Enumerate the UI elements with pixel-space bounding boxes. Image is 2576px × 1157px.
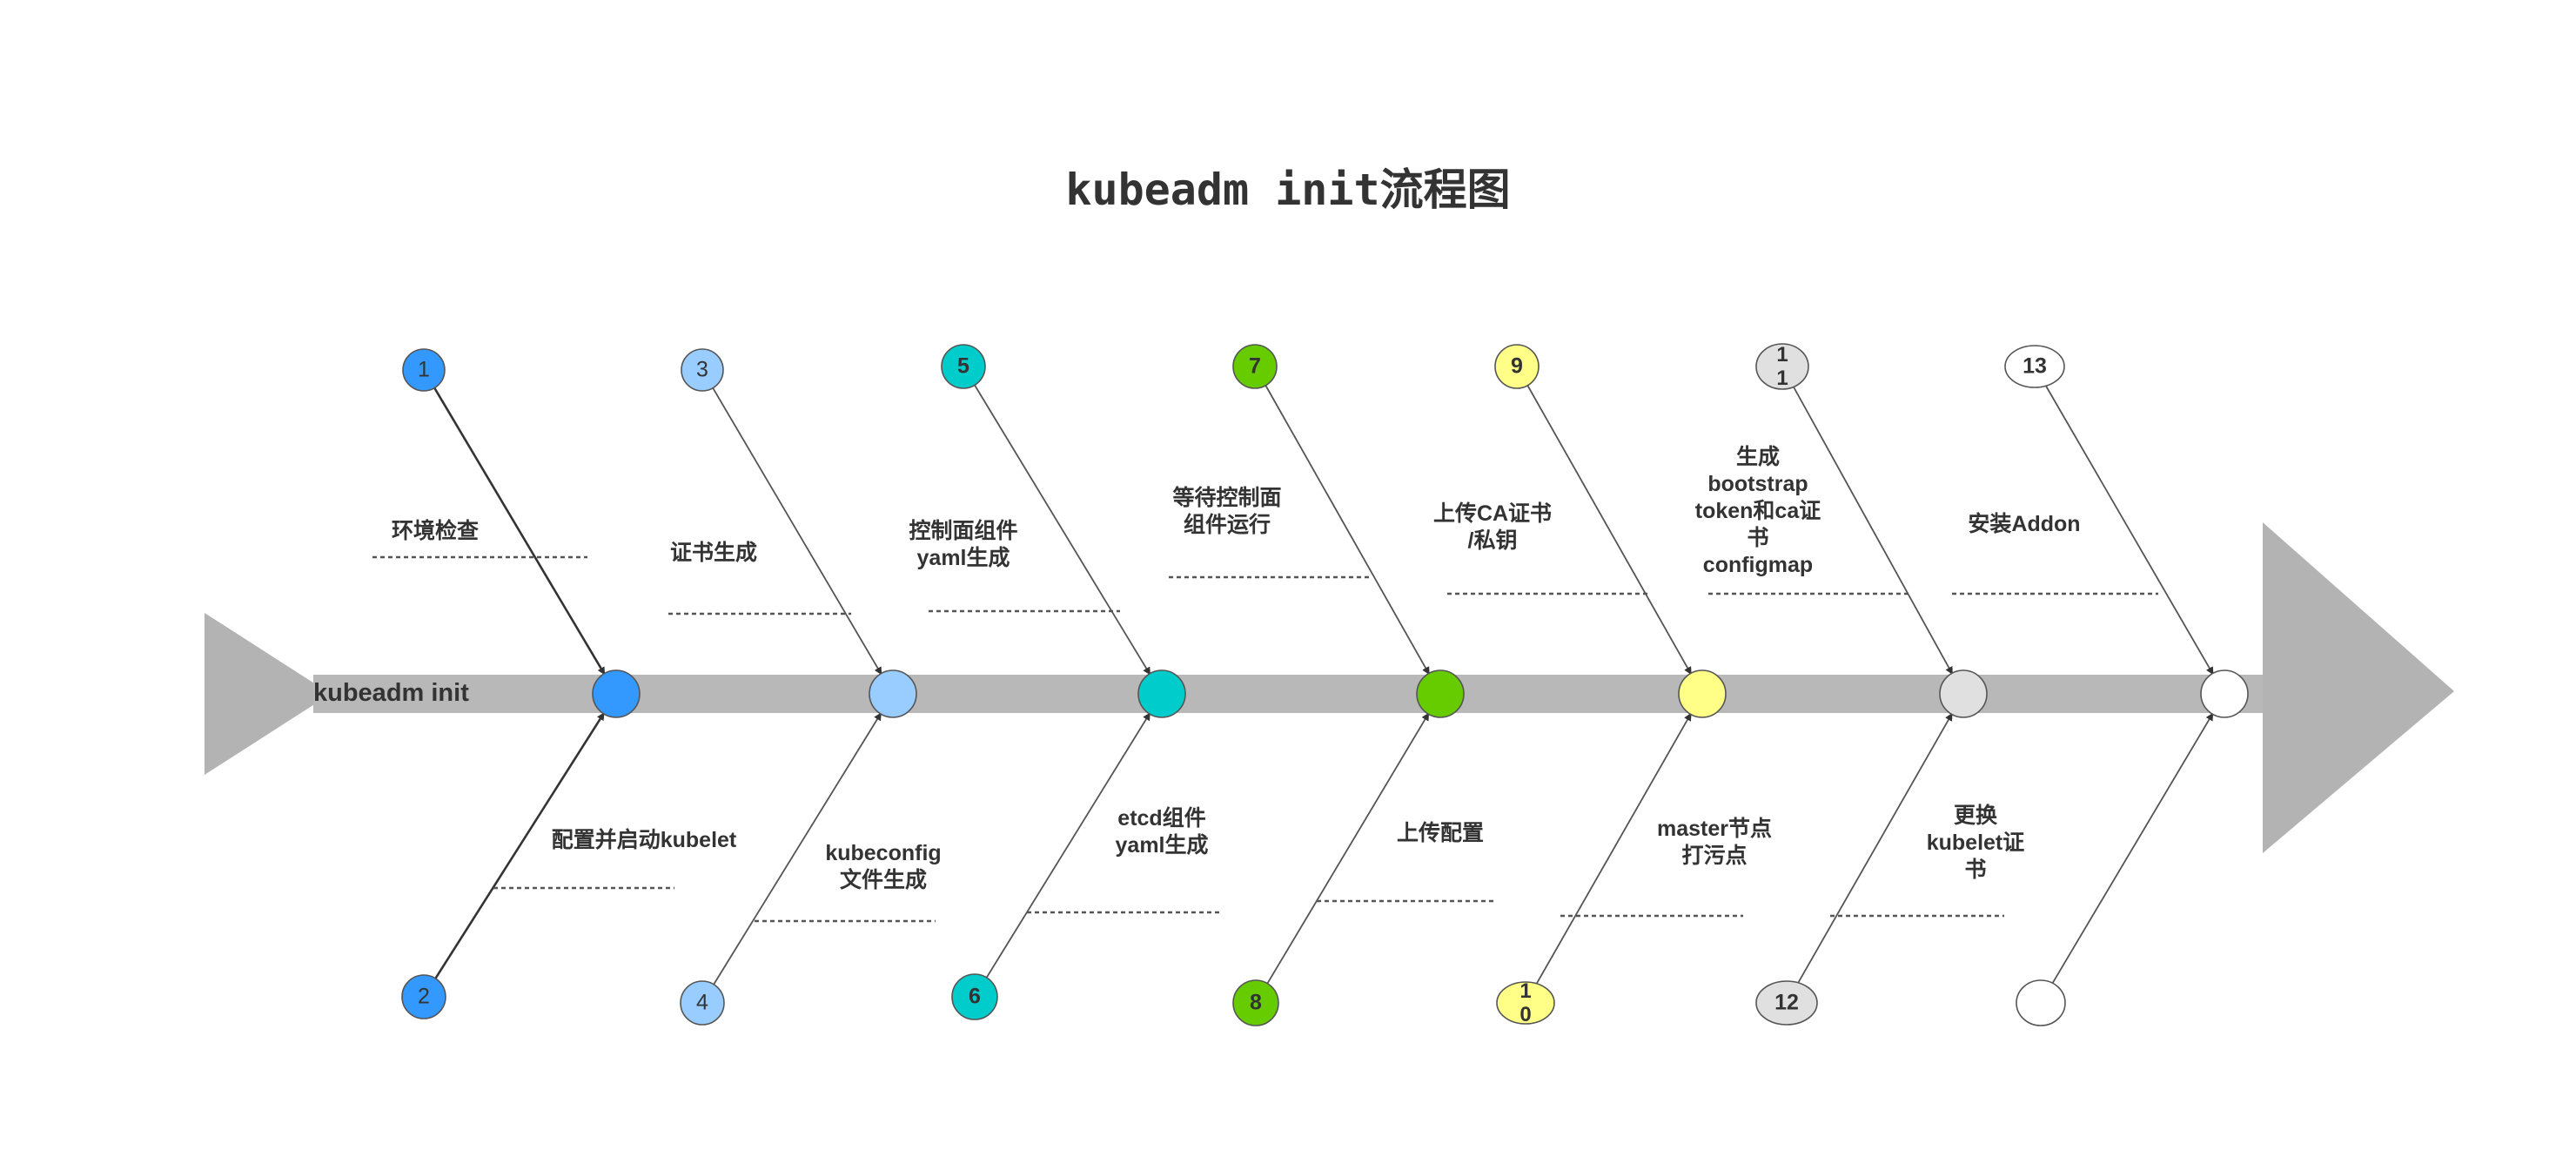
step-label-4: kubeconfig 文件生成 bbox=[825, 841, 942, 892]
step-node-3 bbox=[681, 348, 724, 392]
bone-line-13 bbox=[2044, 384, 2214, 676]
step-node-2 bbox=[401, 974, 446, 1019]
spine-joint-3 bbox=[1137, 669, 1186, 718]
bone-line-11 bbox=[1792, 386, 1954, 676]
step-label-1: 环境检查 bbox=[391, 519, 480, 543]
step-number-12: 12 bbox=[1774, 990, 1799, 1015]
bone-line-7 bbox=[1265, 385, 1430, 676]
step-label-3: 证书生成 bbox=[669, 541, 758, 565]
bone-line-14 bbox=[2051, 712, 2214, 985]
step-label-11: 生成 bootstrap token和ca证 书 configmap bbox=[1694, 445, 1821, 577]
step-number-7: 7 bbox=[1249, 353, 1261, 379]
step-number-2: 2 bbox=[418, 984, 430, 1009]
step-node-14 bbox=[2016, 979, 2066, 1026]
bone-line-9 bbox=[1526, 385, 1692, 676]
bone-line-8 bbox=[1266, 712, 1430, 985]
step-number-4: 4 bbox=[696, 990, 708, 1015]
bone-line-10 bbox=[1535, 712, 1692, 985]
bone-line-1 bbox=[433, 387, 606, 676]
step-number-11: 1 1 bbox=[1776, 343, 1788, 390]
spine-arrowhead bbox=[2263, 522, 2454, 853]
step-label-13: 安装Addon bbox=[1968, 512, 2081, 536]
step-node-10 bbox=[1496, 981, 1555, 1025]
step-number-5: 5 bbox=[957, 353, 969, 379]
step-node-4 bbox=[680, 980, 725, 1026]
step-node-7 bbox=[1232, 344, 1278, 389]
step-node-5 bbox=[941, 344, 986, 389]
step-label-7: 等待控制面 组件运行 bbox=[1172, 486, 1282, 537]
step-number-8: 8 bbox=[1250, 990, 1262, 1015]
step-label-10: master节点 打污点 bbox=[1657, 817, 1772, 868]
spine-label: kubeadm init bbox=[313, 679, 469, 707]
step-node-6 bbox=[951, 973, 998, 1020]
step-label-9: 上传CA证书 /私钥 bbox=[1432, 501, 1553, 553]
step-node-12 bbox=[1755, 980, 1818, 1026]
bone-line-5 bbox=[974, 384, 1151, 676]
step-number-6: 6 bbox=[969, 984, 981, 1009]
spine-joint-5 bbox=[1678, 669, 1727, 718]
step-node-9 bbox=[1494, 344, 1540, 389]
page-title: kubeadm init流程图 bbox=[1065, 165, 1511, 215]
step-node-11 bbox=[1755, 343, 1809, 390]
spine-joint-4 bbox=[1416, 669, 1465, 718]
step-number-9: 9 bbox=[1511, 353, 1523, 379]
spine-joint-7 bbox=[2200, 669, 2249, 718]
step-node-8 bbox=[1232, 979, 1279, 1026]
bone-line-3 bbox=[712, 387, 882, 676]
step-number-13: 13 bbox=[2023, 353, 2047, 379]
step-label-2: 配置并启动kubelet bbox=[551, 828, 737, 852]
bone-line-6 bbox=[985, 712, 1151, 979]
bone-line-2 bbox=[434, 712, 606, 979]
step-number-10: 1 0 bbox=[1519, 979, 1532, 1026]
spine-joint-2 bbox=[869, 669, 917, 718]
bone-line-4 bbox=[713, 712, 882, 985]
step-node-1 bbox=[402, 348, 446, 392]
step-node-13 bbox=[2004, 345, 2065, 388]
step-label-5: 控制面组件 yaml生成 bbox=[909, 519, 1018, 570]
step-label-12: 更换 kubelet证 书 bbox=[1926, 804, 2025, 882]
bone-line-12 bbox=[1796, 712, 1953, 985]
spine-tail bbox=[205, 613, 331, 775]
step-label-8: 上传配置 bbox=[1396, 821, 1485, 845]
step-number-3: 3 bbox=[696, 357, 708, 382]
spine-joint-6 bbox=[1939, 669, 1988, 718]
step-label-6: etcd组件 yaml生成 bbox=[1115, 806, 1209, 858]
step-number-1: 1 bbox=[418, 357, 430, 382]
spine-joint-1 bbox=[592, 669, 641, 718]
